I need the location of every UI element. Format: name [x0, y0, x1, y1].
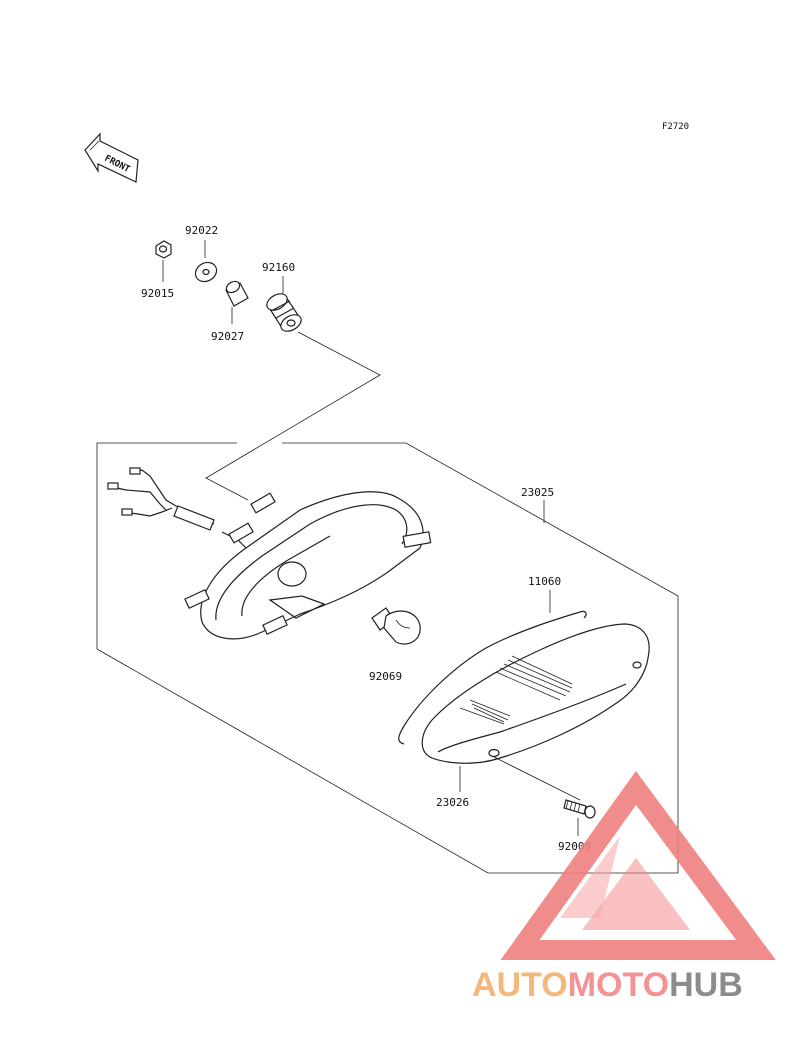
taillight-housing	[184, 491, 432, 640]
figure-code: F2720	[662, 122, 689, 132]
label-92069: 92069	[369, 670, 402, 683]
gasket-11060	[398, 590, 587, 745]
collar-92027	[225, 280, 249, 324]
leader-92160	[205, 331, 381, 501]
screw-92009	[563, 799, 596, 836]
label-92022: 92022	[185, 224, 218, 237]
watermark-moto: MOTO	[568, 966, 669, 1004]
grommet-92160	[266, 276, 302, 332]
lens-23026	[421, 623, 650, 801]
automotohub-logo	[500, 771, 776, 960]
label-23025: 23025	[521, 486, 554, 499]
label-11060: 11060	[528, 575, 561, 588]
label-92027: 92027	[211, 330, 244, 343]
washer-92022	[194, 240, 218, 283]
nut-92015	[155, 240, 172, 282]
watermark-text: AUTOMOTOHUB	[472, 966, 743, 1004]
bulb-92069	[371, 607, 421, 645]
watermark-hub: HUB	[669, 966, 743, 1004]
label-23026: 23026	[436, 796, 469, 809]
label-92015: 92015	[141, 287, 174, 300]
front-arrow-icon: FRONT	[84, 132, 139, 183]
wiring-harness	[107, 467, 247, 549]
watermark-auto: AUTO	[472, 966, 568, 1004]
label-92160: 92160	[262, 261, 295, 274]
